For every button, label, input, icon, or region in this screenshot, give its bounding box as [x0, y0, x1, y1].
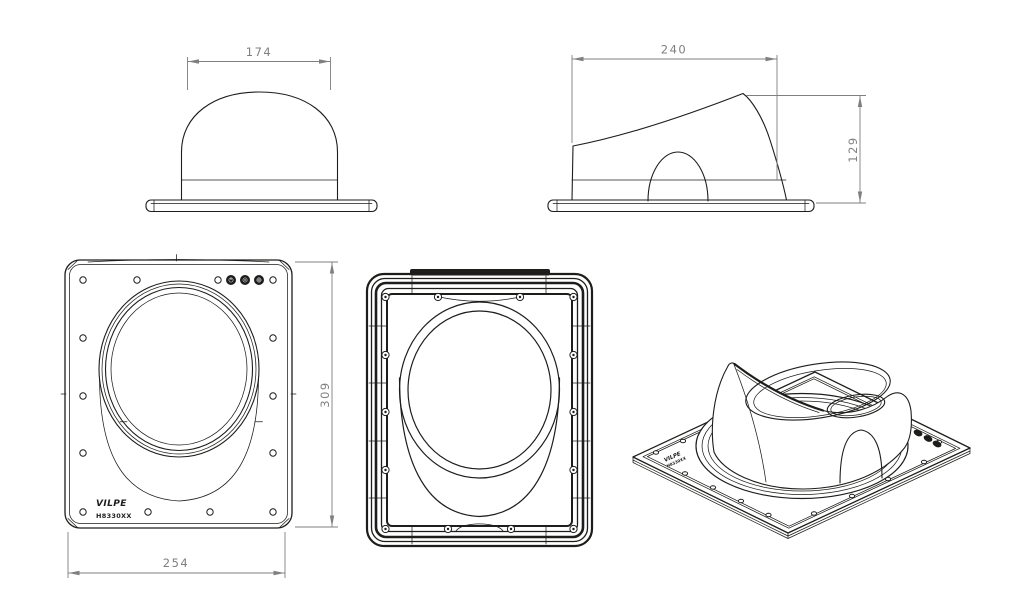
plan-dimension-width: 254: [67, 532, 286, 578]
side-dimension-height: 129: [746, 95, 866, 204]
side-flange-detail: [552, 199, 810, 212]
plan-screw-holes: [79, 276, 277, 516]
plan-top-edge-arc: [87, 259, 270, 263]
iso-view: VILPE H8330XX: [632, 361, 971, 539]
iso-hood-crease: [733, 364, 767, 483]
plan-dim-width-value: 254: [163, 556, 189, 570]
iso-brand-block: VILPE H8330XX: [663, 451, 686, 468]
iso-rim-near-edge: [733, 362, 825, 412]
bottom-arch-marks: [436, 296, 523, 532]
plan-view: VILPE H8330XX 309 254: [60, 254, 338, 578]
iso-rim-opening: [745, 361, 891, 421]
front-flange: [145, 199, 378, 213]
side-flange: [547, 199, 815, 213]
bottom-frame-ticks: [368, 275, 591, 545]
front-flange-detail: [150, 199, 373, 212]
plan-dim-height-value: 309: [318, 381, 332, 407]
side-arch-opening: [647, 151, 709, 202]
bottom-screw-holes: [381, 292, 578, 534]
side-view: 240 129: [547, 43, 866, 213]
plan-hood-footprint: [99, 377, 259, 502]
front-dim-width-value: 174: [246, 45, 272, 59]
plan-duct-rings: [98, 280, 260, 458]
bottom-hood-footprint: [398, 377, 561, 518]
plan-plate-inner: [69, 264, 288, 524]
iso-certification-badges: [913, 429, 942, 448]
plan-corner-marks: [60, 254, 297, 528]
bottom-duct-rings: [398, 301, 561, 479]
iso-arch-opening: [839, 429, 883, 484]
side-body-outline: [571, 92, 788, 201]
iso-rim-near-edge-inner: [736, 369, 820, 413]
side-dim-width-value: 240: [661, 43, 687, 57]
front-dome-outline: [180, 91, 339, 201]
plan-dimension-height: 309: [295, 261, 338, 528]
front-dimension-width: 174: [187, 45, 331, 90]
side-dimension-width: 240: [571, 43, 778, 180]
side-dim-height-value: 129: [846, 136, 860, 162]
bottom-view: [365, 269, 594, 548]
front-view: 174: [145, 45, 378, 213]
plan-model-code: H8330XX: [96, 512, 132, 520]
plan-brand-logo: VILPE: [96, 499, 127, 509]
plan-certification-badges: [226, 275, 264, 285]
